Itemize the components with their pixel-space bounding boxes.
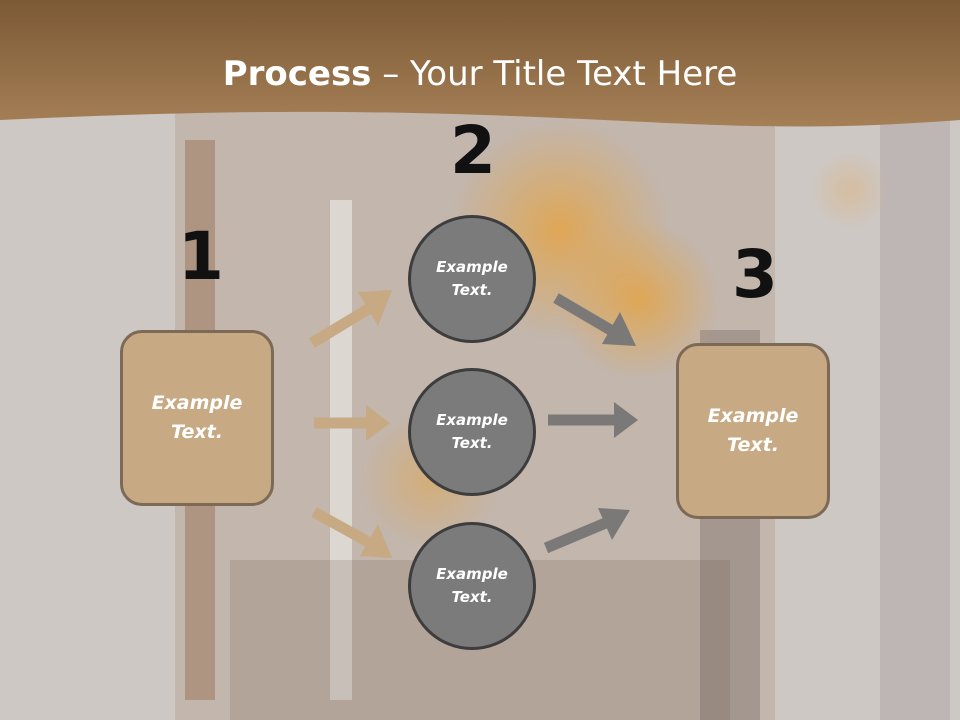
left-arrow-down	[311, 507, 392, 558]
right-box-line2: Text.	[727, 434, 779, 456]
step-number-2: 2	[450, 112, 496, 189]
title-rest: – Your Title Text Here	[371, 54, 738, 94]
right-step-box: Example Text.	[676, 343, 830, 519]
circle-middle-line2: Text.	[451, 434, 493, 452]
right-arrow-down	[553, 293, 636, 346]
slide-title: Process – Your Title Text Here	[0, 54, 960, 94]
left-box-line2: Text.	[171, 421, 223, 443]
left-step-box: Example Text.	[120, 330, 274, 506]
step-number-1: 1	[178, 218, 224, 295]
left-arrow-up	[309, 290, 392, 348]
circle-top-line1: Example	[436, 258, 508, 276]
circle-top-line2: Text.	[451, 281, 493, 299]
circle-middle: Example Text.	[408, 368, 536, 496]
right-arrow-middle	[548, 402, 638, 438]
left-box-line1: Example	[151, 392, 243, 414]
circle-bottom-line2: Text.	[451, 588, 493, 606]
circle-bottom: Example Text.	[408, 522, 536, 650]
title-bold: Process	[222, 54, 372, 94]
left-arrow-middle	[314, 405, 390, 441]
step-number-3: 3	[732, 236, 778, 313]
circle-top: Example Text.	[408, 215, 536, 343]
right-box-line1: Example	[707, 405, 799, 427]
circle-middle-line1: Example	[436, 411, 508, 429]
circle-bottom-line1: Example	[436, 565, 508, 583]
right-arrow-up	[543, 508, 630, 554]
